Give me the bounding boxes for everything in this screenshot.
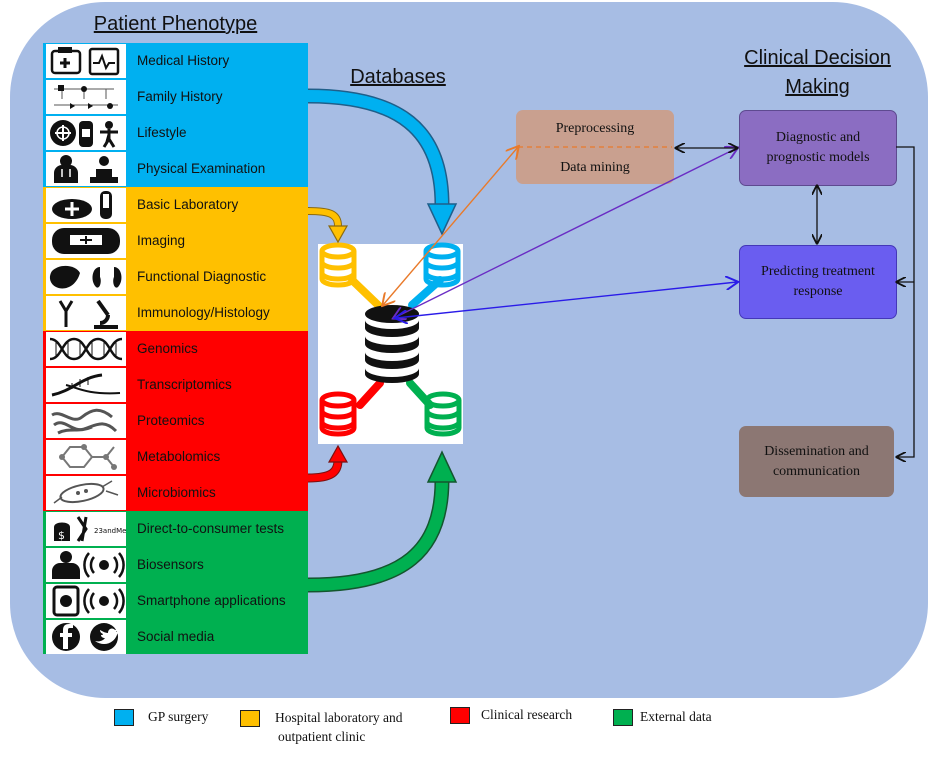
external-data-arrow bbox=[307, 450, 458, 593]
phenotype-item: Functional Diagnostic bbox=[43, 259, 308, 295]
treatment-response-line2: response bbox=[793, 284, 843, 299]
treatment-response-box: Predicting treatment response bbox=[739, 245, 897, 319]
doctor-icon bbox=[46, 152, 126, 186]
dtc-brand-text: 23andMe bbox=[94, 527, 126, 535]
phenotype-item: Imaging bbox=[43, 223, 308, 259]
databases-title: Databases bbox=[350, 66, 446, 88]
phenotype-item: Physical Examination bbox=[43, 151, 308, 187]
pedigree-icon bbox=[46, 80, 126, 114]
diagnostic-models-line1: Diagnostic and bbox=[775, 130, 861, 145]
phenotype-item-label: Metabolomics bbox=[137, 449, 221, 464]
phenotype-item: Immunology/Histology bbox=[43, 295, 308, 331]
microscope-icon bbox=[46, 296, 126, 330]
organ-icon bbox=[46, 260, 126, 294]
phenotype-item-label: Direct-to-consumer tests bbox=[137, 521, 285, 536]
legend-external-label: External data bbox=[640, 709, 712, 724]
database-hospital-icon bbox=[319, 242, 357, 288]
phenotype-item-label: Family History bbox=[137, 89, 223, 104]
legend-swatch-research bbox=[450, 707, 470, 724]
group-hospital: Basic Laboratory Imaging Functional Diag… bbox=[43, 187, 308, 331]
legend-swatch-hospital bbox=[240, 710, 260, 727]
phenotype-item-label: Functional Diagnostic bbox=[137, 269, 267, 284]
rna-icon bbox=[46, 368, 126, 402]
phenotype-item: Genomics bbox=[43, 331, 308, 367]
phenotype-item: Transcriptomics bbox=[43, 367, 308, 403]
database-area bbox=[318, 244, 463, 444]
decision-title-line2: Making bbox=[785, 76, 850, 98]
phenotype-item-label: Biosensors bbox=[137, 557, 204, 572]
phenotype-item: Biosensors bbox=[43, 547, 308, 583]
phenotype-item: Medical History bbox=[43, 43, 308, 79]
phenotype-item: Basic Laboratory bbox=[43, 187, 308, 223]
dissemination-line1: Dissemination and bbox=[764, 443, 869, 459]
preprocessing-label: Preprocessing bbox=[555, 121, 635, 136]
group-research: Genomics Transcriptomics Proteomics Meta… bbox=[43, 331, 308, 511]
dissemination-line2: communication bbox=[772, 463, 861, 479]
phenotype-item: Metabolomics bbox=[43, 439, 308, 475]
treatment-link bbox=[396, 282, 737, 318]
phenotype-item-label: Lifestyle bbox=[137, 125, 187, 140]
phenotype-item-label: Imaging bbox=[137, 233, 186, 248]
svg-text:$: $ bbox=[58, 529, 65, 542]
phenotype-item: $23andMe Direct-to-consumer tests bbox=[43, 511, 308, 547]
lifestyle-icon bbox=[46, 116, 126, 150]
legend-hospital-label: Hospital laboratory and bbox=[275, 710, 403, 725]
phenotype-item-label: Basic Laboratory bbox=[137, 197, 239, 212]
legend-research-label: Clinical research bbox=[481, 707, 573, 722]
hospital-data-arrow bbox=[307, 207, 349, 244]
legend-swatch-gp bbox=[114, 709, 134, 726]
scanner-icon bbox=[46, 224, 126, 258]
phenotype-item-label: Immunology/Histology bbox=[137, 305, 270, 320]
dissemination-box: Dissemination and communication bbox=[739, 426, 894, 497]
legend-swatch-external bbox=[613, 709, 633, 726]
dtc-test-icon: $23andMe bbox=[46, 512, 126, 546]
phenotype-item-label: Proteomics bbox=[137, 413, 205, 428]
decision-title-line1: Clinical Decision bbox=[744, 47, 891, 69]
phenotype-item-label: Physical Examination bbox=[137, 161, 266, 176]
to-dissemination-link bbox=[896, 146, 915, 457]
phenotype-item: Microbiomics bbox=[43, 475, 308, 511]
phenotype-item: Lifestyle bbox=[43, 115, 308, 151]
legend-gp-label: GP surgery bbox=[148, 709, 209, 724]
smartphone-icon bbox=[46, 584, 126, 618]
clipboard-icon bbox=[46, 44, 126, 78]
phenotype-item-label: Smartphone applications bbox=[137, 593, 286, 608]
legend-hospital-label-2: outpatient clinic bbox=[278, 729, 366, 744]
phenotype-item-label: Medical History bbox=[137, 53, 230, 68]
social-media-icon bbox=[46, 620, 126, 654]
phenotype-item: Smartphone applications bbox=[43, 583, 308, 619]
phenotype-item: Social media bbox=[43, 619, 308, 655]
phenotype-item-label: Transcriptomics bbox=[137, 377, 232, 392]
database-research-icon bbox=[319, 391, 357, 437]
group-external: $23andMe Direct-to-consumer tests Biosen… bbox=[43, 511, 308, 654]
database-external-icon bbox=[424, 391, 462, 437]
diagnostic-models-box: Diagnostic and prognostic models bbox=[739, 110, 897, 186]
biosensor-icon bbox=[46, 548, 126, 582]
research-data-arrow bbox=[307, 444, 349, 483]
phenotype-item-label: Microbiomics bbox=[137, 485, 216, 500]
phenotype-item-label: Social media bbox=[137, 629, 215, 644]
molecule-icon bbox=[46, 440, 126, 474]
lab-icon bbox=[46, 188, 126, 222]
dna-icon bbox=[46, 332, 126, 366]
phenotype-item: Family History bbox=[43, 79, 308, 115]
bacteria-icon bbox=[46, 476, 126, 510]
phenotype-item-label: Genomics bbox=[137, 341, 198, 356]
phenotype-item: Proteomics bbox=[43, 403, 308, 439]
diagnostic-models-line2: prognostic models bbox=[766, 150, 870, 165]
group-gp-surgery: Medical History Family History Lifestyle… bbox=[43, 43, 308, 187]
protein-icon bbox=[46, 404, 126, 438]
treatment-response-line1: Predicting treatment bbox=[761, 264, 875, 279]
phenotype-title: Patient Phenotype bbox=[93, 13, 258, 35]
